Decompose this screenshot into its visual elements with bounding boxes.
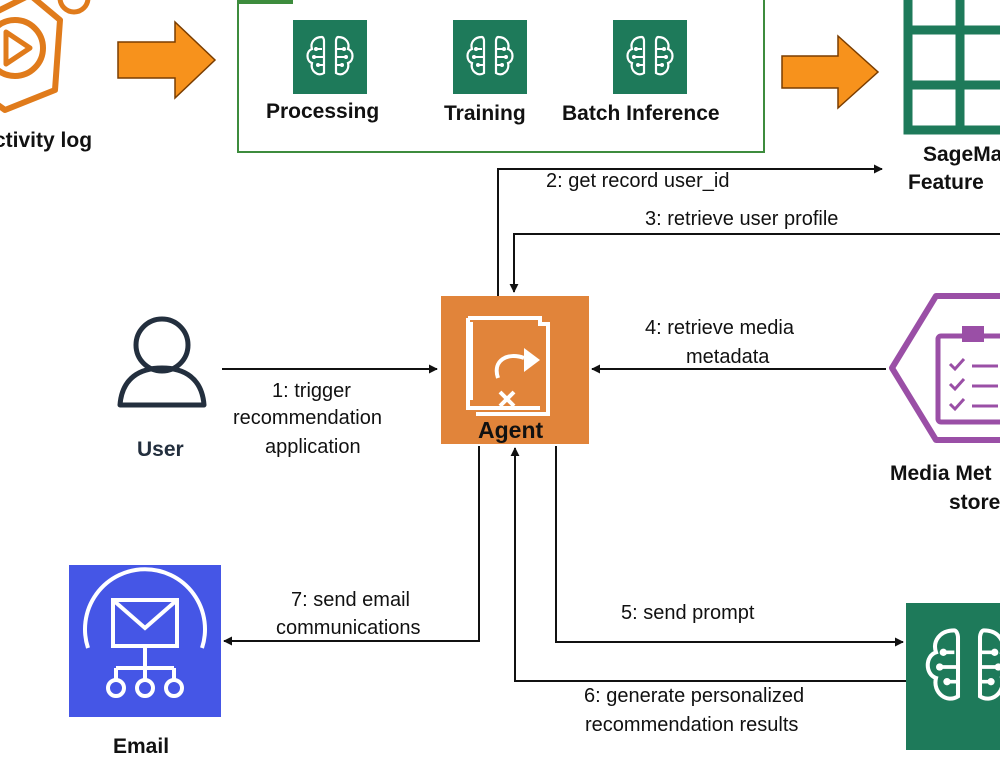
edge-label-6-line1: 6: generate personalized	[584, 685, 805, 707]
edge-send-prompt	[555, 446, 904, 647]
email-label: Email	[113, 735, 170, 758]
feature-store-icon	[903, 0, 1000, 135]
edge-label-7-line1: 7: send email	[291, 589, 410, 611]
processing-icon	[293, 20, 367, 94]
user-icon	[117, 316, 207, 408]
sagemaker-model-icon	[906, 603, 1000, 750]
edge-generate-results	[510, 447, 906, 682]
media-store-label-1: Media Met	[890, 462, 992, 485]
edge-label-7-line2: communications	[276, 617, 421, 639]
edge-label-2: 2: get record user_id	[546, 170, 730, 192]
edge-retrieve-profile	[509, 233, 1000, 293]
edge-label-3: 3: retrieve user profile	[645, 208, 839, 230]
edge-label-4-line2: metadata	[686, 346, 770, 368]
media-store-label-2: store	[949, 491, 1000, 514]
training-label: Training	[444, 102, 526, 125]
activity-log-icon	[0, 0, 91, 113]
email-icon	[69, 565, 221, 717]
activity-log-label: ctivity log	[0, 129, 93, 152]
edge-label-1-line1: 1: trigger	[272, 380, 351, 402]
edge-label-1-line3: application	[265, 436, 361, 458]
edge-label-6-line2: recommendation results	[585, 714, 799, 736]
edge-label-1-line2: recommendation	[233, 407, 382, 429]
feature-store-label-1: SageMa	[923, 143, 1000, 166]
edge-label-5: 5: send prompt	[621, 602, 755, 624]
activity-to-pipeline-arrow	[117, 20, 217, 100]
edge-get-record	[497, 164, 883, 296]
pipeline-to-featurestore-arrow	[781, 34, 880, 110]
agent-icon	[441, 296, 589, 444]
batch-inference-icon	[613, 20, 687, 94]
processing-label: Processing	[266, 100, 380, 123]
user-label: User	[137, 438, 184, 461]
sagemaker-pipeline-frame	[237, 0, 765, 153]
batch-inference-label: Batch Inference	[562, 102, 720, 125]
edge-label-4-line1: 4: retrieve media	[645, 317, 794, 339]
edge-send-email	[223, 446, 480, 646]
media-metadata-store-icon	[889, 293, 1000, 443]
feature-store-label-2: Feature	[908, 171, 984, 194]
training-icon	[453, 20, 527, 94]
agent-label: Agent	[478, 417, 544, 443]
